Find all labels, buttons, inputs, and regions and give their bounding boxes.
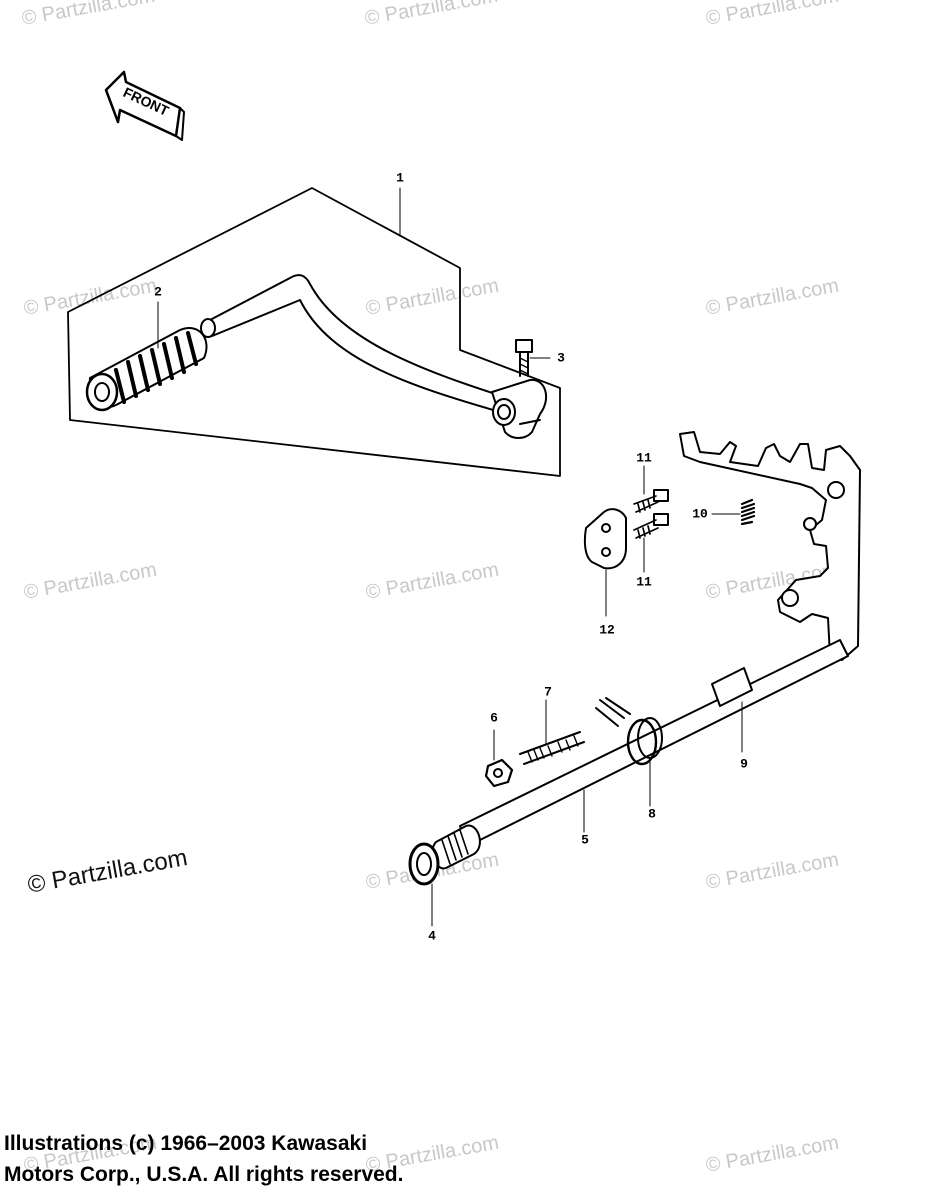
nut-6 <box>484 758 514 788</box>
bolt-11-upper <box>633 489 669 513</box>
shift-mechanism-plate <box>679 431 861 661</box>
stud-7 <box>519 731 585 765</box>
copyright-line-2: Motors Corp., U.S.A. All rights reserved… <box>4 1163 404 1186</box>
callout-2: 2 <box>154 284 162 300</box>
leader-lines <box>157 187 743 927</box>
front-arrow-icon <box>104 70 185 141</box>
spring-10 <box>740 498 756 526</box>
callout-12: 12 <box>599 622 615 638</box>
callout-5: 5 <box>581 832 589 848</box>
callout-8: 8 <box>648 806 656 822</box>
copyright-notice: Illustrations (c) 1966–2003 Kawasaki Mot… <box>4 1128 403 1190</box>
bolt-11-lower <box>633 513 669 539</box>
callout-10: 10 <box>692 506 708 522</box>
callout-11-upper: 11 <box>636 450 652 466</box>
callout-4: 4 <box>428 928 436 944</box>
callout-1: 1 <box>396 170 404 186</box>
callout-7: 7 <box>544 684 552 700</box>
callout-3: 3 <box>557 350 565 366</box>
pedal-rubber <box>85 327 208 412</box>
callout-6: 6 <box>490 710 498 726</box>
stopper-plate-12 <box>583 508 627 570</box>
callout-9: 9 <box>740 756 748 772</box>
oil-seal-4 <box>408 842 440 886</box>
callout-11-lower: 11 <box>636 574 652 590</box>
item-1-group-outline <box>67 187 561 477</box>
copyright-line-1: Illustrations (c) 1966–2003 Kawasaki <box>4 1132 368 1155</box>
return-spring-8 <box>595 697 663 766</box>
shift-shaft <box>431 639 849 870</box>
bolt-3 <box>515 339 533 377</box>
shift-pedal-arm <box>200 274 548 439</box>
